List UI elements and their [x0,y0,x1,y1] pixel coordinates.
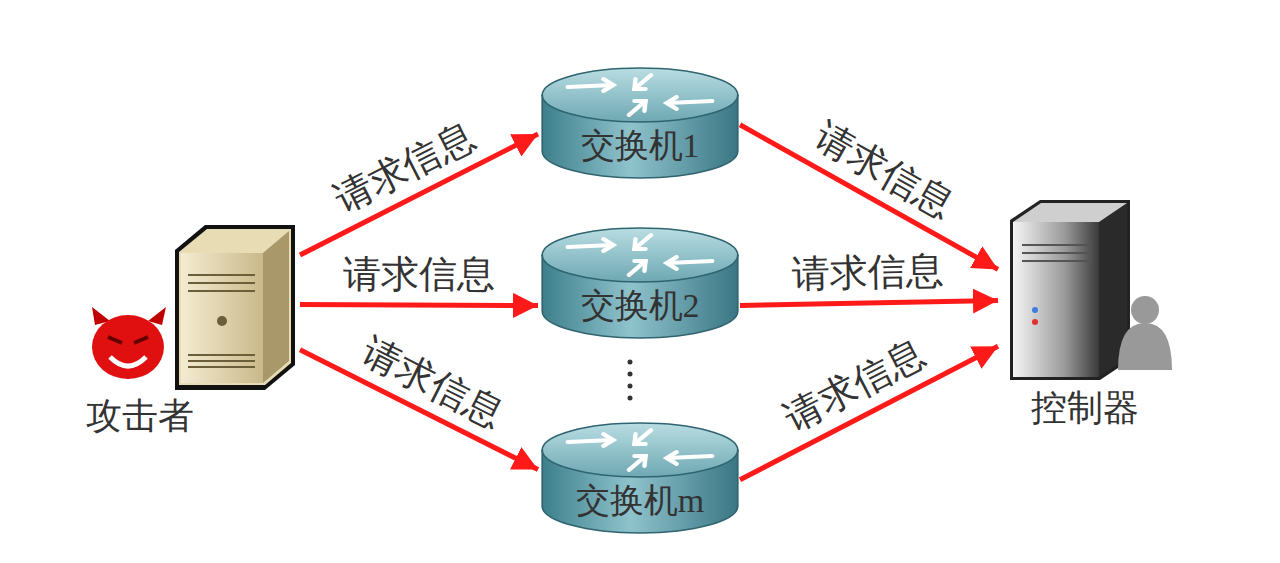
node-label: 控制器 [1010,389,1160,429]
attacker-node: 攻击者 [70,225,300,440]
request-arrow [740,301,998,306]
node-label: 交换机1 [540,127,740,164]
request-arrow [300,302,538,308]
edge-label: 请求信息 [355,330,510,436]
edge-label: 请求信息 [328,115,482,221]
node-label: 交换机2 [540,287,740,324]
switch-node: 交换机m [540,420,740,535]
switch-node: 交换机1 [540,65,740,180]
switch-node: 交换机2 [540,225,740,340]
edge-label: 请求信息 [778,333,932,440]
edge-label: 请求信息 [807,116,960,227]
controller-node: 控制器 [1000,195,1180,435]
edge-label: 请求信息 [792,251,945,296]
ellipsis-dots [628,360,633,401]
node-label: 交换机m [540,482,740,519]
edge-label: 请求信息 [343,254,495,296]
node-label: 攻击者 [70,397,210,437]
